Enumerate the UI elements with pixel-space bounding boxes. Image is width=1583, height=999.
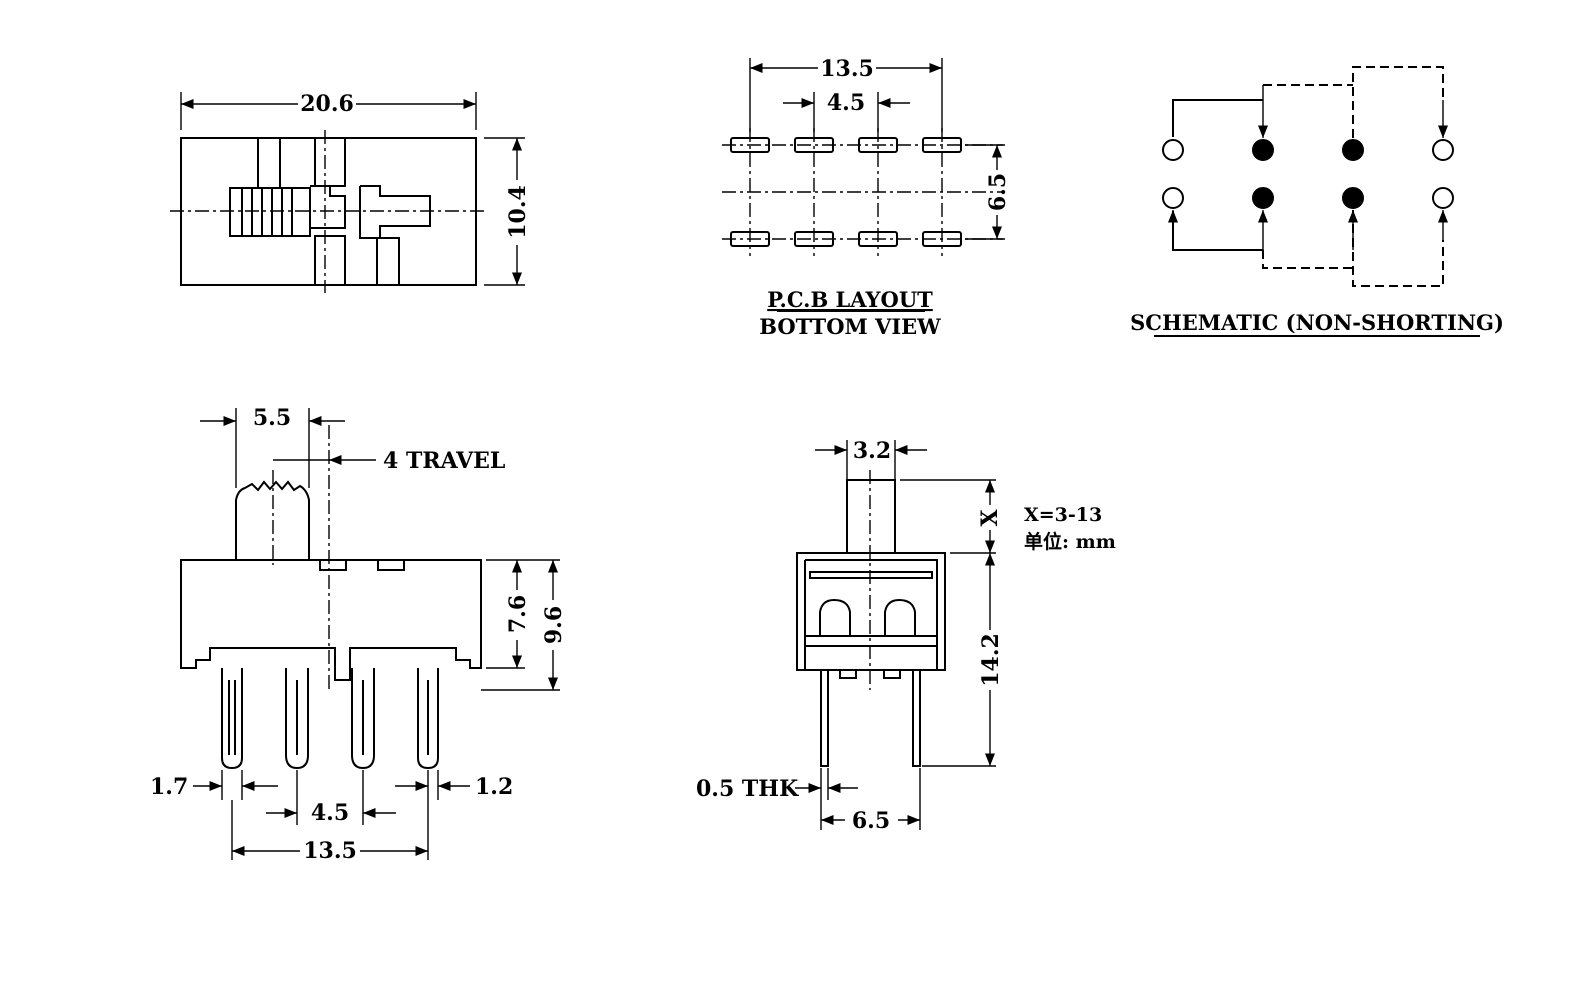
top-width-dim: 20.6 <box>300 91 354 117</box>
side-pin-right: 1.2 <box>475 774 513 800</box>
side-pitch: 4.5 <box>311 800 349 826</box>
side-pin-left: 1.7 <box>150 774 188 800</box>
side-body-height: 7.6 <box>505 595 531 633</box>
side-travel: 4 TRAVEL <box>383 448 505 474</box>
schematic: SCHEMATIC (NON-SHORTING) <box>1130 66 1504 337</box>
end-knob-range: X=3-13 <box>1024 504 1102 526</box>
pcb-layout: 13.5 4.5 6.5 P.C.B LAYOUT BOTTOM VIEW <box>722 56 1011 339</box>
pcb-title-line2: BOTTOM VIEW <box>759 314 941 339</box>
side-total-height: 9.6 <box>541 606 567 644</box>
end-pin-spacing: 6.5 <box>852 808 890 834</box>
end-knob-height: X <box>977 509 1003 527</box>
schematic-title: SCHEMATIC (NON-SHORTING) <box>1130 310 1504 335</box>
pcb-pitch: 4.5 <box>827 90 865 116</box>
side-knob-width: 5.5 <box>253 405 291 431</box>
end-pin-thickness: 0.5 THK <box>696 776 799 802</box>
end-view: 3.2 X X=3-13 单位: mm 14.2 0.5 THK 6.5 <box>696 438 1116 834</box>
end-knob-width: 3.2 <box>853 438 891 464</box>
unit-label: 单位: mm <box>1024 530 1116 553</box>
pcb-row-spacing: 6.5 <box>985 173 1011 211</box>
side-view: 5.5 4 TRAVEL 7.6 9.6 1.7 1.2 4.5 <box>150 405 567 864</box>
end-body-height: 14.2 <box>978 633 1004 687</box>
side-pitch-total: 13.5 <box>303 838 357 864</box>
pcb-total-pitch: 13.5 <box>820 56 874 82</box>
pcb-title-line1: P.C.B LAYOUT <box>767 287 933 312</box>
top-view: 20.6 10.4 <box>170 91 531 293</box>
top-height-dim: 10.4 <box>505 185 531 239</box>
